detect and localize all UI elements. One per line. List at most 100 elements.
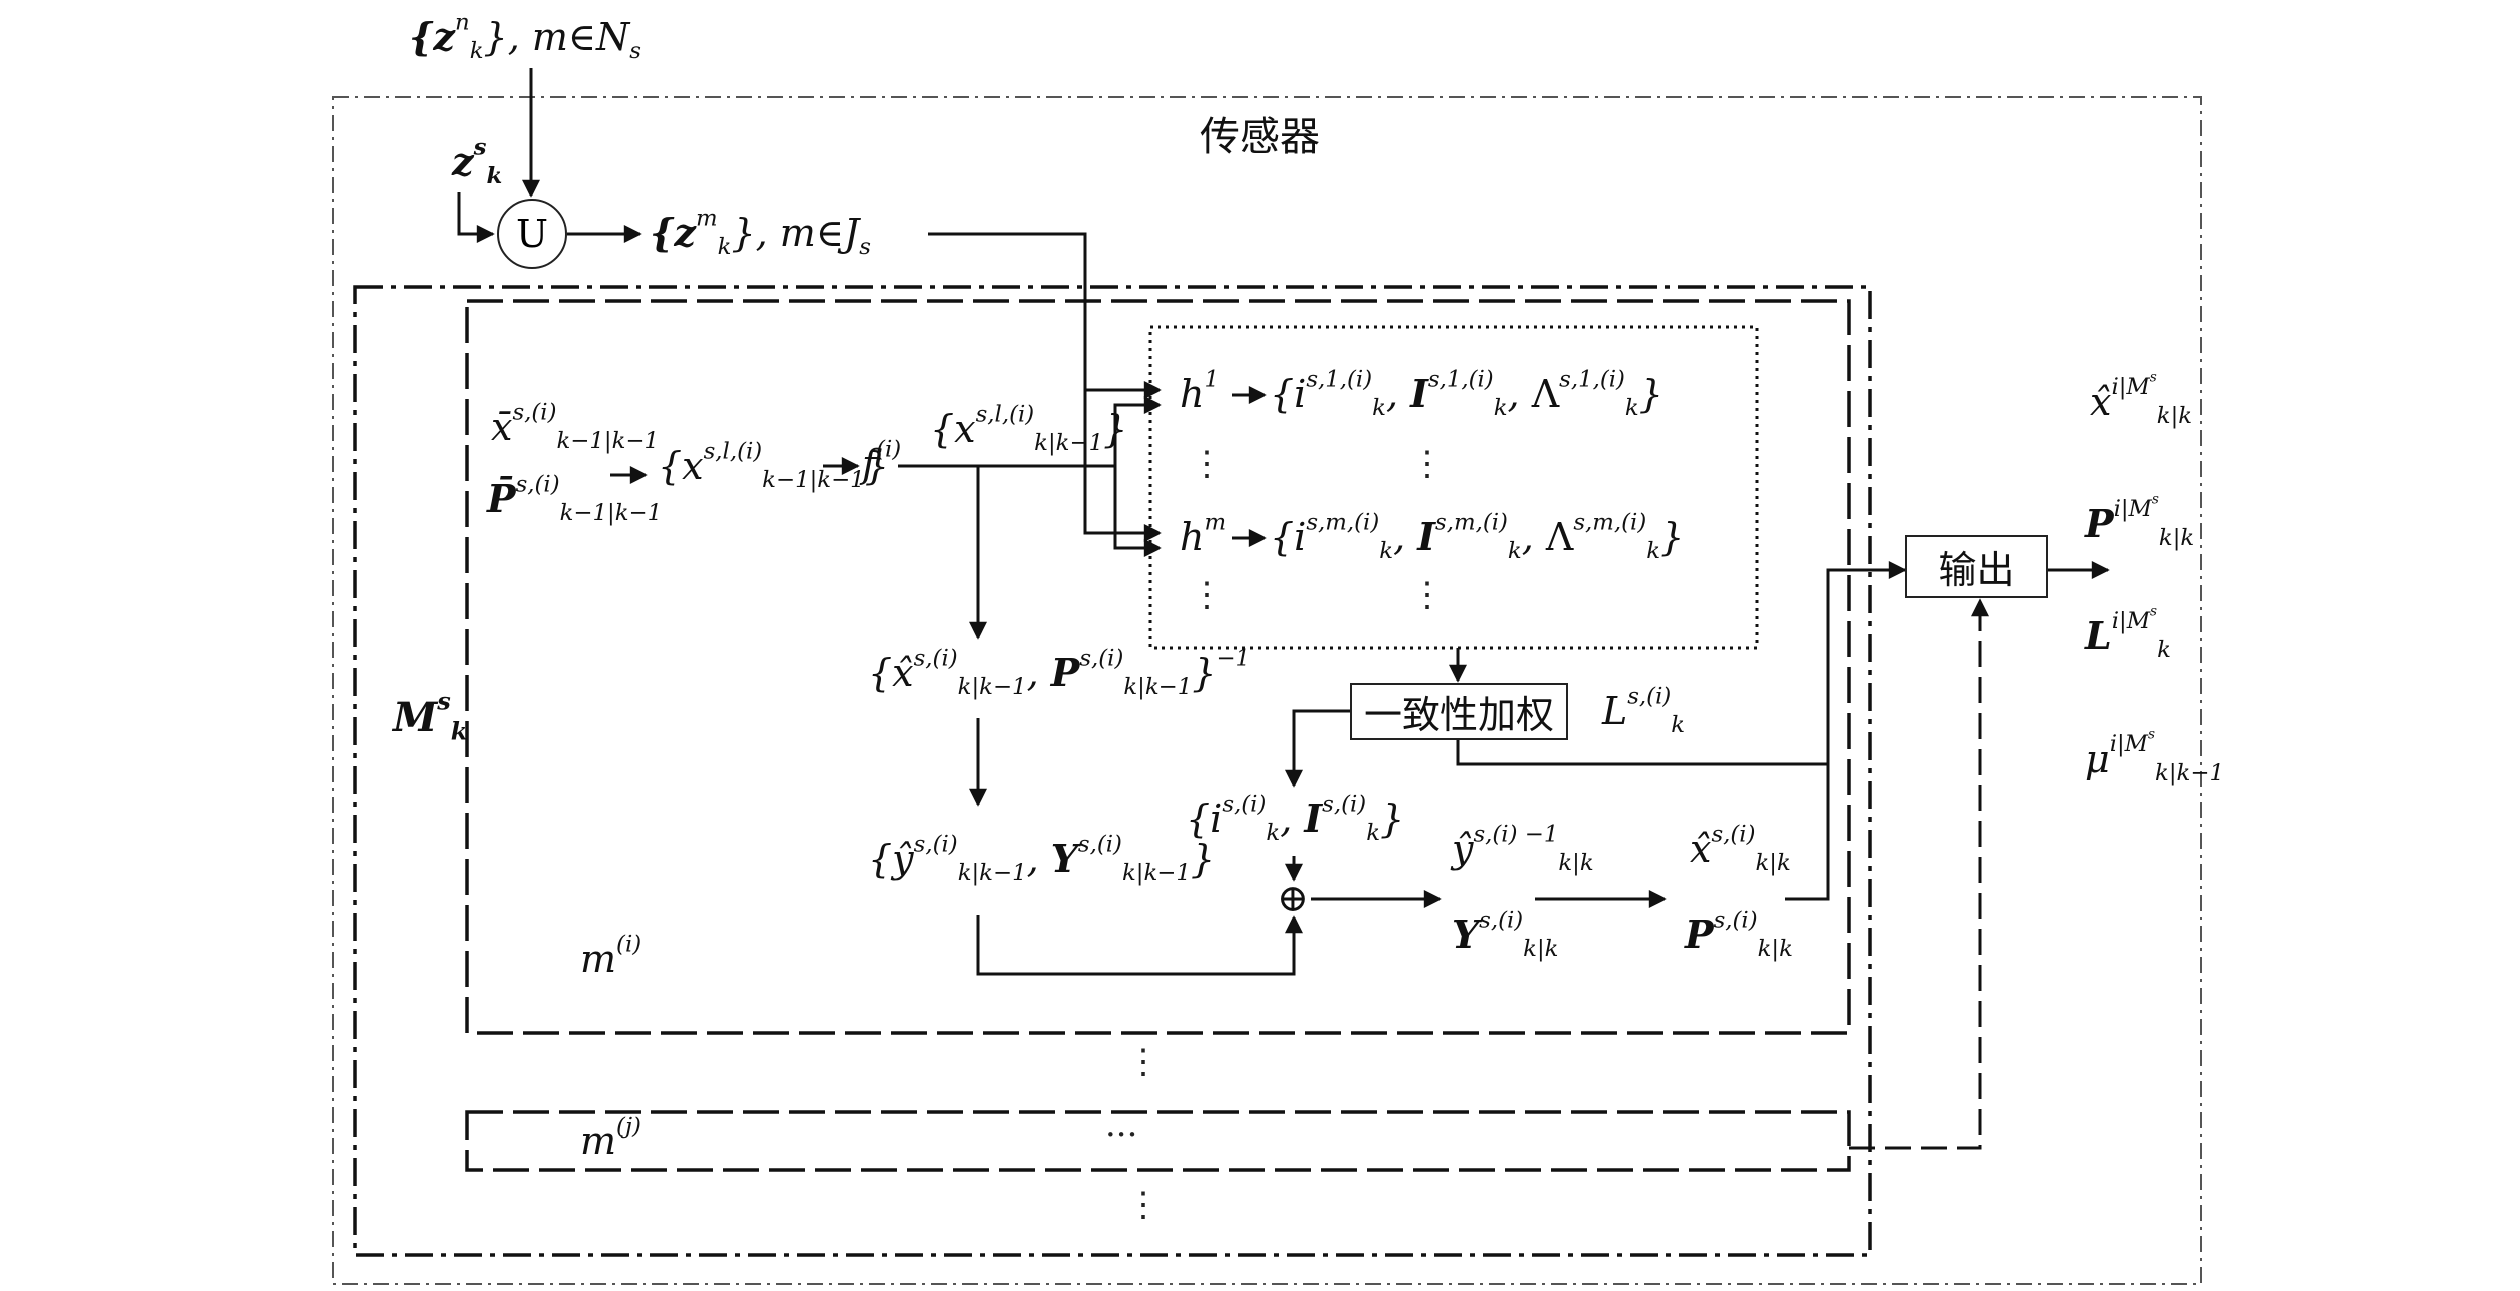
arrow-zs-to-union — [457, 192, 495, 243]
out-mu-sup-main: i|M — [2109, 731, 2149, 758]
zs-symbol: z — [452, 139, 474, 184]
label-out-P: Pi|Msk|k — [2085, 493, 2194, 549]
hm-L-sub: k — [1646, 537, 1661, 564]
arrow-zm-to-h1 — [928, 232, 1162, 399]
label-out-x: x̂i|Msk|k — [2090, 371, 2192, 427]
zn-sup: n — [455, 9, 470, 36]
yhat-upd-sub: k|k — [1558, 849, 1594, 876]
label-x-set-pred: {xs,l,(i)k|k−1} — [930, 403, 1128, 454]
x-bar-sub: k−1|k−1 — [556, 427, 659, 454]
P-upd-sup: s,(i) — [1713, 907, 1758, 934]
iI-I-symbol: I — [1304, 796, 1323, 841]
xhat-upd-symbol: x̂ — [1690, 827, 1712, 871]
iI-set-sup: s,(i) — [1222, 791, 1267, 818]
x-set-prev-symbol: {x — [658, 444, 704, 488]
out-L-sub: k — [2157, 636, 2171, 663]
xhat-upd-sup: s,(i) — [1711, 821, 1756, 848]
hm-I-sub: k — [1507, 537, 1522, 564]
h1-L-sup: s,1,(i) — [1559, 366, 1625, 393]
x-set-prev-sup: s,l,(i) — [703, 438, 763, 465]
zm-sub: k — [717, 233, 732, 260]
h1-I-sup: s,1,(i) — [1427, 366, 1494, 393]
f-symbol: f — [862, 442, 877, 486]
Y-pred-sup: s,(i) — [1077, 831, 1122, 858]
Mk-sup: s — [437, 686, 451, 716]
Y-upd-symbol: Y — [1452, 912, 1480, 957]
out-x-sup-main: i|M — [2111, 374, 2150, 401]
label-model-i: m(i) — [580, 933, 641, 981]
f-sup: (i) — [876, 436, 902, 463]
vdots-set-col-2: ⋮ — [1410, 575, 1444, 615]
yhat-upd-symbol: ŷ — [1452, 827, 1474, 871]
x-bar-sup: s,(i) — [512, 399, 557, 426]
label-yhat-pred: {ŷs,(i)k|k−1, Ys,(i)k|k−1} — [868, 831, 1216, 886]
x-set-pred-close: } — [1103, 407, 1128, 451]
xhat-pred-sup: s,(i) — [913, 645, 958, 672]
Lk-sub: k — [1671, 711, 1686, 738]
model-j-frame — [465, 1110, 1851, 1172]
Y-pred-sub: k|k−1 — [1121, 859, 1191, 886]
sensor-frame — [332, 96, 2202, 1285]
Lk-sup: s,(i) — [1627, 683, 1672, 710]
xhat-pred-symbol: {x̂ — [868, 651, 914, 695]
consensus-weighting-box: 一致性加权 — [1350, 683, 1568, 740]
P-upd-symbol: P — [1685, 912, 1714, 957]
label-out-mu: μi|Msk|k−1 — [2085, 728, 2224, 784]
label-Mk: Msk — [393, 689, 467, 743]
label-P-upd: Ps,(i)k|k — [1685, 909, 1793, 960]
h1-sup: 1 — [1204, 366, 1219, 393]
model-set-frame — [353, 285, 1872, 1257]
model-i-sup: (i) — [616, 931, 642, 958]
out-P-sup: i|Ms — [2114, 493, 2159, 522]
Lk-symbol: L — [1602, 689, 1628, 733]
out-P-sub: k|k — [2158, 524, 2195, 551]
out-x-sup2: s — [2149, 370, 2157, 386]
P-pred-sub: k|k−1 — [1123, 673, 1193, 700]
hm-I-symbol: I — [1417, 514, 1436, 559]
yhat-upd-sup: s,(i) −1 — [1473, 821, 1559, 848]
model-i-symbol: m — [580, 937, 617, 981]
P-pred-close: } — [1192, 651, 1217, 695]
arrow-xupd-to-output — [1785, 561, 1907, 901]
union-label: U — [515, 212, 549, 256]
iI-I-sup: s,(i) — [1322, 791, 1367, 818]
zm-rest: }, m∈J — [731, 211, 860, 255]
vdots-h-col-2: ⋮ — [1190, 575, 1224, 615]
out-L-symbol: L — [2085, 612, 2112, 658]
arrow-f-to-h1 — [898, 396, 1162, 468]
model-j-sup: (j) — [616, 1113, 641, 1140]
label-x-set-prev: {xs,l,(i)k−1|k−1} — [658, 440, 889, 491]
x-set-prev-close: } — [864, 444, 889, 488]
arrow-consensus-to-iI — [1285, 709, 1350, 788]
x-set-pred-sub: k|k−1 — [1034, 429, 1104, 456]
zn-rest-sub: s — [629, 37, 641, 64]
zs-sup: s — [473, 134, 487, 161]
label-zn-set: {znk}, m∈Ns — [409, 11, 641, 62]
label-out-L: Li|Msk — [2085, 605, 2171, 661]
zn-symbol: {z — [409, 14, 456, 59]
sensor-title: 传感器 — [1200, 114, 1320, 160]
zs-sub: k — [486, 162, 503, 189]
out-L-sup2: s — [2150, 604, 2158, 620]
hm-I-sup: s,m,(i) — [1435, 509, 1508, 536]
P-pred-inv-sup: −1 — [1216, 645, 1251, 672]
h1-symbol: h — [1180, 372, 1205, 416]
Y-upd-sub: k|k — [1523, 935, 1559, 962]
out-mu-sup2: s — [2148, 727, 2156, 743]
label-P-bar: P̄s,(i)k−1|k−1 — [487, 473, 662, 524]
label-f: f(i) — [862, 438, 901, 486]
label-iI-set: {is,(i)k, Is,(i)k} — [1186, 791, 1405, 846]
iI-set-symbol: {i — [1186, 797, 1223, 841]
Mk-sub: k — [450, 716, 468, 746]
label-hm-set: {is,m,(i)k, Is,m,(i)k, Λs,m,(i)k} — [1270, 509, 1685, 564]
P-bar-symbol: P̄ — [487, 476, 516, 521]
label-h1: h1 — [1180, 368, 1219, 416]
x-set-pred-sup: s,l,(i) — [975, 401, 1035, 428]
hm-set-symbol: {i — [1270, 515, 1307, 559]
P-bar-sub: k−1|k−1 — [559, 499, 663, 526]
h1-L-symbol: Λ — [1531, 372, 1560, 416]
model-i-frame — [465, 299, 1851, 1035]
oplus-node: ⊕ — [1277, 876, 1309, 920]
P-bar-sup: s,(i) — [515, 471, 560, 498]
hm-symbol: h — [1180, 515, 1205, 559]
